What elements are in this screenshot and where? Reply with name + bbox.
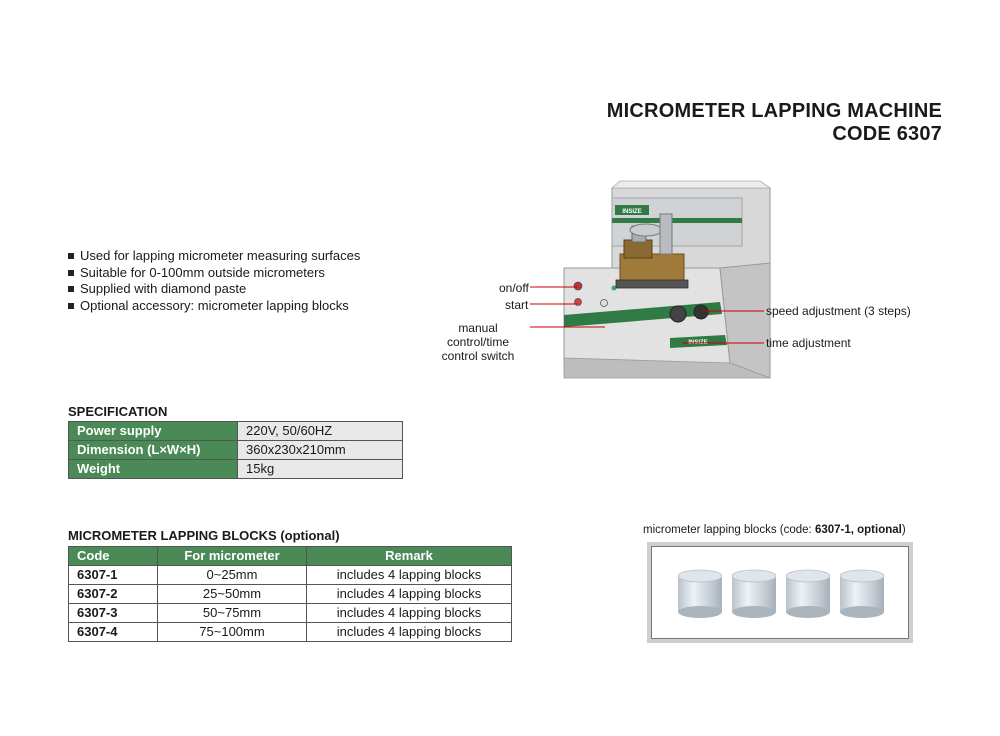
- callout-manual-line-1: manual control/time: [446, 321, 510, 349]
- block-remark: includes 4 lapping blocks: [306, 603, 512, 623]
- brand-label-front: INSIZE: [688, 340, 707, 346]
- table-row: 6307-2 25~50mm includes 4 lapping blocks: [68, 584, 512, 604]
- header-code: Code: [68, 546, 158, 566]
- speed-knob: [693, 304, 709, 320]
- spec-label: Power supply: [68, 421, 238, 441]
- lapping-blocks-image: [651, 546, 909, 639]
- feature-item: Optional accessory: micrometer lapping b…: [68, 298, 360, 315]
- block-range: 75~100mm: [157, 622, 307, 642]
- feature-item: Used for lapping micrometer measuring su…: [68, 248, 360, 265]
- block-code: 6307-1: [68, 565, 158, 585]
- table-row: 6307-3 50~75mm includes 4 lapping blocks: [68, 603, 512, 623]
- feature-list: Used for lapping micrometer measuring su…: [68, 248, 360, 314]
- lapping-blocks-svg: [677, 569, 885, 618]
- on-off-switch: [573, 281, 583, 291]
- table-row: Dimension (L×W×H) 360x230x210mm: [68, 440, 403, 460]
- block-range: 50~75mm: [157, 603, 307, 623]
- feature-item: Supplied with diamond paste: [68, 281, 360, 298]
- table-header-row: Code For micrometer Remark: [68, 546, 512, 566]
- block-code: 6307-3: [68, 603, 158, 623]
- feature-item: Suitable for 0-100mm outside micrometers: [68, 265, 360, 282]
- table-row: 6307-4 75~100mm includes 4 lapping block…: [68, 622, 512, 642]
- brand-label-top: INSIZE: [622, 209, 641, 215]
- table-row: Weight 15kg: [68, 459, 403, 479]
- block-range: 0~25mm: [157, 565, 307, 585]
- lapping-block: [785, 569, 831, 618]
- caption-code: 6307-1, optional: [814, 524, 902, 536]
- callout-manual-line-2: control switch: [441, 349, 515, 363]
- spec-label: Weight: [68, 459, 238, 479]
- block-remark: includes 4 lapping blocks: [306, 584, 512, 604]
- blocks-title: MICROMETER LAPPING BLOCKS (optional): [68, 528, 340, 543]
- manual-switch: [600, 299, 608, 307]
- callout-on-off: on/off: [499, 281, 529, 295]
- lapping-blocks-caption: micrometer lapping blocks (code: 6307-1,…: [643, 524, 906, 536]
- indicator-light: [611, 285, 617, 291]
- specification-table: Power supply 220V, 50/60HZ Dimension (L×…: [68, 421, 403, 479]
- block-code: 6307-2: [68, 584, 158, 604]
- blocks-table: Code For micrometer Remark 6307-1 0~25mm…: [68, 546, 512, 642]
- caption-suffix: ): [901, 524, 906, 536]
- title-line-1: MICROMETER LAPPING MACHINE: [606, 100, 942, 122]
- start-button: [574, 298, 582, 306]
- time-knob: [669, 305, 687, 323]
- block-code: 6307-4: [68, 622, 158, 642]
- callout-speed: speed adjustment (3 steps): [766, 304, 911, 318]
- callout-manual: manual control/time control switch: [426, 321, 530, 363]
- spec-label: Dimension (L×W×H): [68, 440, 238, 460]
- page-title: MICROMETER LAPPING MACHINE CODE 6307: [607, 100, 942, 146]
- table-row: 6307-1 0~25mm includes 4 lapping blocks: [68, 565, 512, 585]
- lapping-blocks-image-frame: [647, 542, 913, 643]
- header-range: For micrometer: [157, 546, 307, 566]
- lapping-block: [731, 569, 777, 618]
- lapping-machine-image: INSIZE INSIZE: [563, 180, 772, 379]
- header-remark: Remark: [306, 546, 512, 566]
- lapping-block: [677, 569, 723, 618]
- caption-prefix: micrometer lapping blocks (code:: [643, 524, 815, 536]
- spec-value: 15kg: [237, 459, 403, 479]
- spec-value: 220V, 50/60HZ: [237, 421, 403, 441]
- callout-start: start: [505, 298, 529, 312]
- block-remark: includes 4 lapping blocks: [306, 622, 512, 642]
- specification-title: SPECIFICATION: [68, 404, 168, 419]
- lapping-block: [839, 569, 885, 618]
- block-remark: includes 4 lapping blocks: [306, 565, 512, 585]
- block-range: 25~50mm: [157, 584, 307, 604]
- spec-value: 360x230x210mm: [237, 440, 403, 460]
- title-line-2: CODE 6307: [832, 123, 942, 145]
- table-row: Power supply 220V, 50/60HZ: [68, 421, 403, 441]
- callout-time: time adjustment: [766, 336, 851, 350]
